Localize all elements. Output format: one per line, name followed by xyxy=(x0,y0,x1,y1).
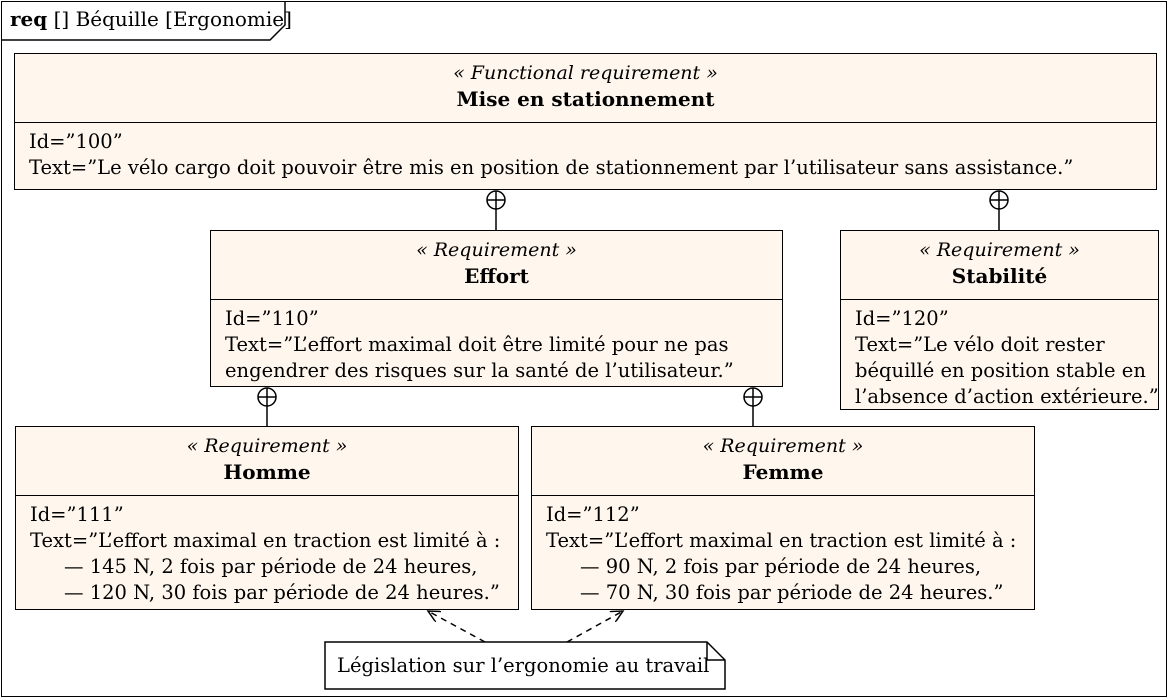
requirement-bullet: — 145 N, 2 fois par période de 24 heures… xyxy=(64,555,478,578)
requirement-text: Text=”L’effort maximal en traction est l… xyxy=(30,529,501,552)
requirement-properties: Id=”100” Text=”Le vélo cargo doit pouvoi… xyxy=(15,123,1156,181)
requirement-header: « Requirement » Homme xyxy=(16,427,518,496)
requirement-id: Id=”120” xyxy=(855,307,949,330)
requirement-120[interactable]: « Requirement » Stabilité Id=”120” Text=… xyxy=(840,230,1159,410)
diagram-name: [] Béquille [Ergonomie] xyxy=(53,7,292,31)
requirement-header: « Functional requirement » Mise en stati… xyxy=(15,54,1156,123)
requirement-text: Text=”Le vélo cargo doit pouvoir être mi… xyxy=(29,156,1074,179)
frame-title: req [] Béquille [Ergonomie] xyxy=(10,7,292,31)
note-text: Législation sur l’ergonomie au travail xyxy=(337,654,710,677)
requirement-text: l’absence d’action extérieure.” xyxy=(855,385,1159,408)
requirement-id: Id=”111” xyxy=(30,503,124,526)
requirement-header: « Requirement » Stabilité xyxy=(841,231,1158,300)
requirement-bullet: — 70 N, 30 fois par période de 24 heures… xyxy=(580,581,1004,604)
diagram-kind: req xyxy=(10,7,48,31)
stereotype-label: « Functional requirement » xyxy=(453,62,718,84)
note-anchor-112 xyxy=(566,611,623,643)
requirement-text: engendrer des risques sur la santé de l’… xyxy=(225,359,734,382)
requirement-bullet: — 90 N, 2 fois par période de 24 heures, xyxy=(580,555,982,578)
requirement-111[interactable]: « Requirement » Homme Id=”111” Text=”L’e… xyxy=(15,426,519,610)
requirement-112[interactable]: « Requirement » Femme Id=”112” Text=”L’e… xyxy=(531,426,1035,610)
requirement-header: « Requirement » Femme xyxy=(532,427,1034,496)
requirement-110[interactable]: « Requirement » Effort Id=”110” Text=”L’… xyxy=(210,230,783,387)
requirement-properties: Id=”112” Text=”L’effort maximal en tract… xyxy=(532,496,1034,606)
requirement-name: Mise en stationnement xyxy=(456,87,715,111)
requirement-id: Id=”110” xyxy=(225,307,319,330)
containment-link-110-111 xyxy=(257,387,277,426)
ergonomics-note[interactable]: Législation sur l’ergonomie au travail xyxy=(325,642,725,689)
requirement-100[interactable]: « Functional requirement » Mise en stati… xyxy=(14,53,1157,190)
requirement-text: Text=”L’effort maximal doit être limité … xyxy=(225,333,729,356)
stereotype-label: « Requirement » xyxy=(919,239,1080,261)
containment-link-110-112 xyxy=(743,387,763,426)
stereotype-label: « Requirement » xyxy=(186,435,348,457)
containment-link-100-120 xyxy=(989,190,1009,230)
requirement-properties: Id=”111” Text=”L’effort maximal en tract… xyxy=(16,496,518,606)
requirement-id: Id=”112” xyxy=(546,503,640,526)
stereotype-label: « Requirement » xyxy=(702,435,864,457)
requirement-properties: Id=”110” Text=”L’effort maximal doit êtr… xyxy=(211,300,782,384)
requirement-header: « Requirement » Effort xyxy=(211,231,782,300)
requirement-properties: Id=”120” Text=”Le vélo doit rester béqui… xyxy=(841,300,1159,410)
requirement-name: Stabilité xyxy=(951,264,1048,288)
requirement-name: Homme xyxy=(223,460,311,484)
stereotype-label: « Requirement » xyxy=(416,239,577,261)
note-anchor-111 xyxy=(428,611,486,643)
requirement-text: Text=”Le vélo doit rester xyxy=(855,333,1105,356)
requirement-text: béquillé en position stable en xyxy=(855,359,1146,382)
requirement-name: Femme xyxy=(742,460,824,484)
requirement-bullet: — 120 N, 30 fois par période de 24 heure… xyxy=(64,581,500,604)
containment-link-100-110 xyxy=(486,190,506,230)
note-shape xyxy=(324,641,726,690)
requirement-id: Id=”100” xyxy=(29,130,123,153)
requirement-text: Text=”L’effort maximal en traction est l… xyxy=(546,529,1017,552)
requirement-name: Effort xyxy=(464,264,529,288)
